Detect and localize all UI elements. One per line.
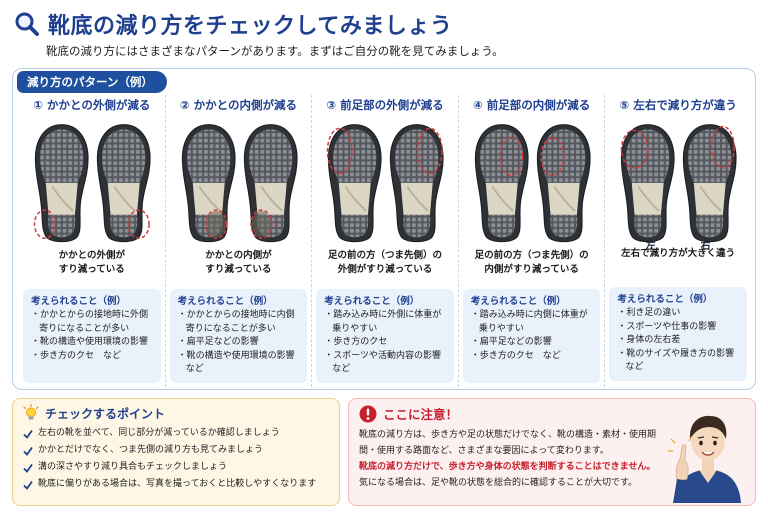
sole-illustration	[170, 119, 308, 243]
page-header: 靴底の減り方をチェックしてみましょう 靴底の減り方にはさまざまなパターンがありま…	[14, 8, 754, 64]
left-right-labels: 左 右	[609, 237, 747, 252]
check-points-title: チェックするポイント	[45, 406, 166, 421]
causes-list: ・かかとからの接地時に内側寄りになることが多い ・扁平足などの影響 ・靴の構造や…	[178, 309, 302, 377]
causes-list: ・踏み込み時に外側に体重が乗りやすい ・歩き方のクセ ・スポーツや活動内容の影響…	[324, 309, 448, 377]
cause-item: ・歩き方のクセ など	[470, 350, 561, 361]
pattern-title: ⑤ 左右で減り方が違う	[619, 98, 737, 112]
caution-warning: 靴底の減り方だけで、歩き方や身体の状態を判断することはできません。	[359, 462, 656, 472]
pattern-title: ④ 前足部の内側が減る	[472, 98, 591, 112]
pattern-description: 足の前の方（つま先側）の 内側がすり減っている	[474, 250, 589, 275]
pattern-heel-outer: ① かかとの外側が減る かかとの外側が すり減っている 考えられること（例） ・…	[19, 95, 165, 387]
possible-causes-box: 考えられること（例） ・踏み込み時に内側に体重が乗りやすい ・扁平足などの影響 …	[462, 289, 601, 383]
check-point-item: 左右の靴を並べて、同じ部分が減っているか確認しましょう	[23, 425, 329, 442]
cause-item: ・スポーツや活動内容の影響など	[324, 350, 442, 375]
pattern-title: ① かかとの外側が減る	[33, 98, 151, 112]
cause-item: ・靴のサイズや履き方の影響など	[617, 348, 735, 373]
shoe-sole-pair-image	[181, 123, 298, 243]
sole-illustration	[23, 119, 161, 243]
checkmark-icon	[23, 463, 33, 473]
exclamation-icon	[359, 405, 377, 422]
pattern-columns: ① かかとの外側が減る かかとの外側が すり減っている 考えられること（例） ・…	[19, 95, 751, 387]
possible-causes-box: 考えられること（例） ・かかとからの接地時に内側寄りになることが多い ・扁平足な…	[169, 289, 308, 383]
causes-title: 考えられること（例）	[617, 294, 713, 305]
shoe-sole-pair-image	[33, 123, 151, 243]
cause-item: ・スポーツや仕事の影響	[617, 321, 717, 332]
cause-item: ・扁平足などの影響	[470, 337, 552, 347]
pattern-forefoot-inner: ④ 前足部の内側が減る 足の前の方（つま先側）の 内側がすり減っている 考えられ…	[457, 95, 605, 387]
cause-item: ・扁平足などの影響	[177, 337, 259, 347]
caution-body: 靴底の減り方は、歩き方や足の状態だけでなく、靴の構造・素材・使用期間・使用する路…	[359, 427, 669, 491]
check-point-item: 靴底に偏りがある場合は、写真を撮っておくと比較しやすくなります	[23, 476, 329, 493]
pattern-description: かかとの内側が すり減っている	[205, 250, 272, 275]
check-point-item: かかとだけでなく、つま先側の減り方も見てみましょう	[23, 442, 329, 459]
causes-list: ・利き足の違い ・スポーツや仕事の影響 ・身体の左右差 ・靴のサイズや履き方の影…	[617, 307, 741, 375]
check-points-list: 左右の靴を並べて、同じ部分が減っているか確認しましょう かかとだけでなく、つま先…	[23, 425, 329, 493]
causes-title: 考えられること（例）	[31, 296, 127, 307]
cause-item: ・踏み込み時に内側に体重が乗りやすい	[470, 310, 588, 334]
cause-item: ・利き足の違い	[617, 308, 681, 318]
sole-illustration	[609, 119, 747, 243]
cause-item: ・歩き方のクセ	[324, 337, 388, 347]
shoe-sole-pair-image	[326, 123, 445, 243]
check-points-header: チェックするポイント	[23, 404, 329, 422]
sole-illustration	[463, 119, 601, 243]
check-points-panel: チェックするポイント 左右の靴を並べて、同じ部分が減っているか確認しましょう か…	[12, 398, 340, 506]
cause-item: ・靴の構造や使用環境の影響など	[177, 350, 295, 375]
pattern-description: 左右で減り方が大きく違う	[621, 248, 736, 259]
shoe-sole-pair-image	[474, 123, 591, 243]
pattern-title: ② かかとの内側が減る	[179, 98, 297, 112]
page-subtitle: 靴底の減り方にはさまざまなパターンがあります。まずはご自分の靴を見てみましょう。	[46, 44, 504, 58]
checkmark-icon	[23, 480, 33, 490]
causes-title: 考えられること（例）	[324, 296, 420, 307]
check-point-item: 溝の深さやすり減り具合もチェックしましょう	[23, 459, 329, 476]
lightbulb-icon	[23, 404, 39, 420]
magnifier-icon	[15, 12, 39, 36]
caution-panel: ここに注意！ 靴底の減り方は、歩き方や足の状態だけでなく、靴の構造・素材・使用期…	[348, 398, 756, 506]
checkmark-icon	[23, 446, 33, 456]
possible-causes-box: 考えられること（例） ・踏み込み時に外側に体重が乗りやすい ・歩き方のクセ ・ス…	[316, 289, 454, 383]
cause-item: ・かかとからの接地時に内側寄りになることが多い	[177, 310, 295, 334]
left-label: 左	[645, 241, 656, 252]
right-label: 右	[700, 241, 711, 252]
causes-list: ・かかとからの接地時に外側寄りになることが多い ・靴の構造や使用環境の影響 ・歩…	[31, 309, 155, 363]
possible-causes-box: 考えられること（例） ・かかとからの接地時に外側寄りになることが多い ・靴の構造…	[23, 289, 161, 383]
pattern-title: ③ 前足部の外側が減る	[326, 98, 444, 112]
page-title: 靴底の減り方をチェックしてみましょう	[48, 14, 453, 39]
wear-patterns-panel: 減り方のパターン（例） ① かかとの外側が減る かかとの外側が すり減っている …	[12, 68, 756, 390]
causes-list: ・踏み込み時に内側に体重が乗りやすい ・扁平足などの影響 ・歩き方のクセ など	[471, 309, 595, 363]
pattern-heel-inner: ② かかとの内側が減る かかとの内側が すり減っている 考えられること（例）	[164, 95, 312, 387]
caution-line: 気になる場合は、足や靴の状態を総合的に確認することが大切です。	[359, 478, 638, 488]
pattern-description: 足の前の方（つま先側）の 外側がすり減っている	[327, 250, 442, 275]
possible-causes-box: 考えられること（例） ・利き足の違い ・スポーツや仕事の影響 ・身体の左右差 ・…	[609, 287, 747, 381]
pattern-description: かかとの外側が すり減っている	[58, 250, 125, 275]
sole-illustration	[316, 119, 454, 243]
caution-title: ここに注意！	[383, 407, 459, 422]
cause-item: ・靴の構造や使用環境の影響	[31, 337, 149, 347]
cause-item: ・歩き方のクセ など	[31, 350, 122, 361]
doctor-illustration	[668, 415, 741, 503]
cause-item: ・踏み込み時に外側に体重が乗りやすい	[324, 310, 442, 334]
patterns-tab-label: 減り方のパターン（例）	[17, 71, 167, 93]
causes-title: 考えられること（例）	[177, 296, 273, 307]
caution-header: ここに注意！	[359, 404, 745, 423]
caution-line: 靴底の減り方は、歩き方や足の状態だけでなく、靴の構造・素材・使用期間・使用する路…	[359, 430, 657, 456]
pattern-forefoot-outer: ③ 前足部の外側が減る 足の前の方（つま先側）の 外側がすり減っている 考えられ…	[311, 95, 458, 387]
checkmark-icon	[23, 429, 33, 439]
cause-item: ・かかとからの接地時に外側寄りになることが多い	[31, 310, 149, 334]
pattern-left-right-difference: ⑤ 左右で減り方が違う 左 右 左右で減り方が大きく違う 考えられること（例）	[604, 95, 751, 387]
cause-item: ・身体の左右差	[617, 335, 681, 345]
shoe-sole-pair-image	[620, 123, 738, 243]
causes-title: 考えられること（例）	[470, 296, 566, 307]
